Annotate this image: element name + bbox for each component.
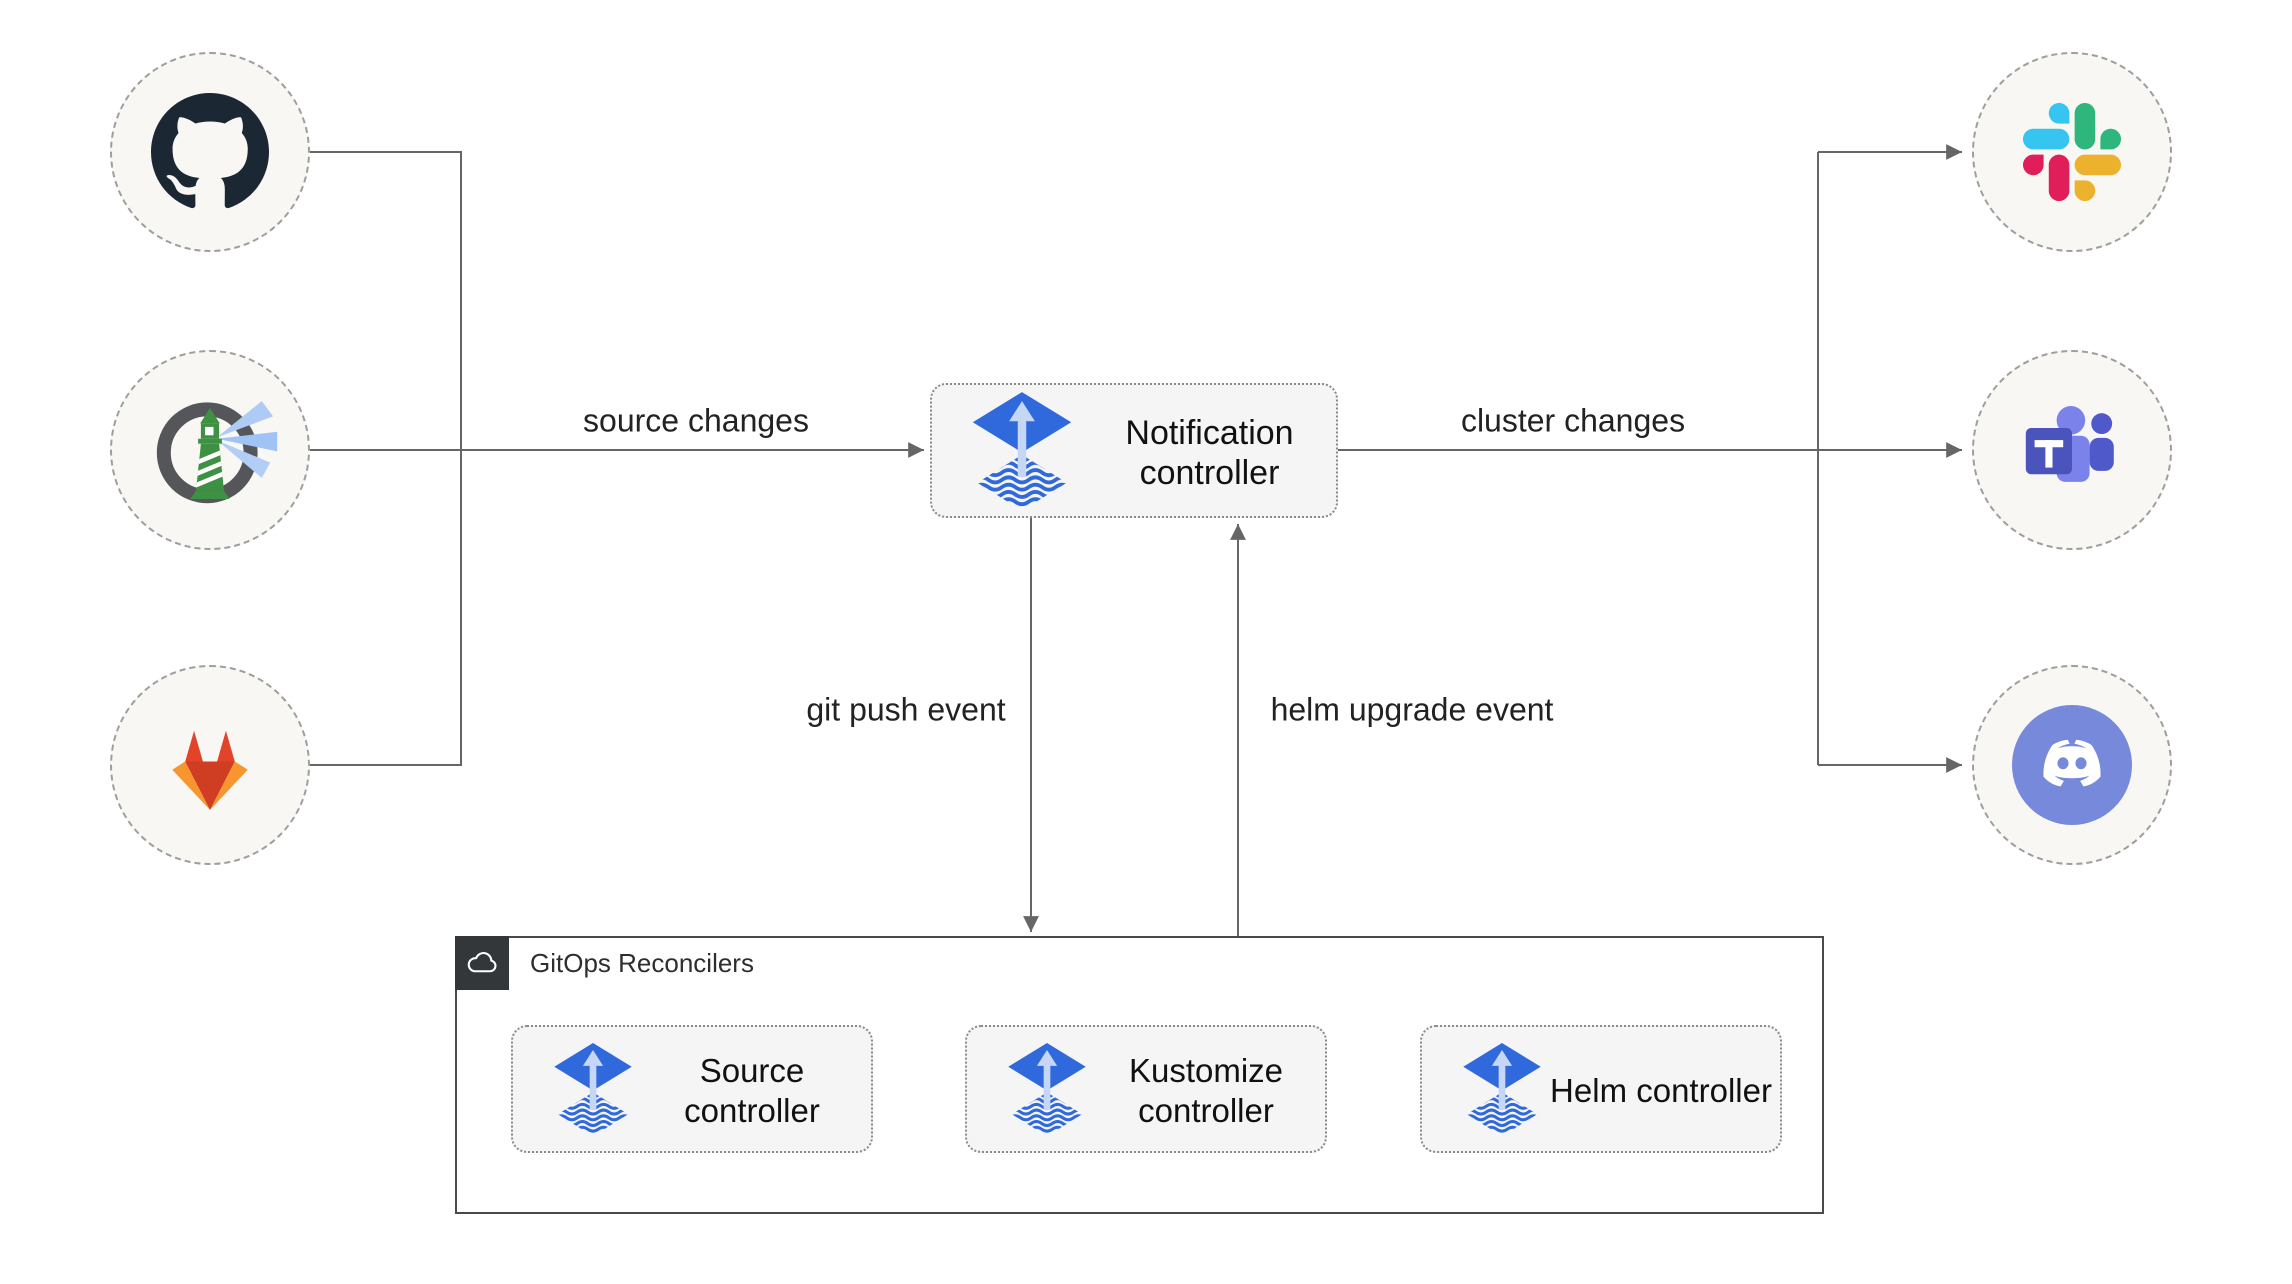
node-helm-controller: Helm controller [1420, 1025, 1782, 1153]
flux-icon [549, 1042, 637, 1139]
notifier-node-teams [1972, 350, 2172, 550]
slack-icon [2023, 103, 2121, 201]
node-notification-controller: Notification controller [930, 383, 1338, 518]
discord-icon [2012, 705, 2132, 825]
edge-label-cluster-changes: cluster changes [1460, 402, 1686, 439]
github-icon [151, 93, 269, 209]
kustomize-controller-label: Kustomize controller [1128, 1052, 1284, 1129]
gitops-reconcilers-badge [455, 936, 509, 990]
notifier-node-slack [1972, 52, 2172, 252]
notifier-node-discord [1972, 665, 2172, 865]
edge-label-source-changes: source changes [583, 402, 809, 439]
notification-controller-label: Notification controller [1125, 413, 1294, 492]
microsoft-teams-icon [2025, 406, 2114, 482]
edge-left-bus [310, 151, 462, 766]
node-kustomize-controller: Kustomize controller [965, 1025, 1327, 1153]
flux-icon [966, 391, 1078, 514]
edge-label-helm-upgrade: helm upgrade event [1270, 691, 1554, 728]
flux-icon [1458, 1042, 1546, 1139]
source-node-github [110, 52, 310, 252]
flux-icon [1003, 1042, 1091, 1139]
source-node-gitlab [110, 665, 310, 865]
node-source-controller: Source controller [511, 1025, 873, 1153]
helm-controller-label: Helm controller [1550, 1072, 1772, 1109]
cloud-icon [467, 952, 497, 973]
harbor-icon [156, 401, 278, 504]
source-node-harbor [110, 350, 310, 550]
edge-label-git-push: git push event [806, 691, 1006, 728]
source-controller-label: Source controller [684, 1052, 820, 1129]
gitlab-icon [172, 730, 248, 810]
gitops-reconcilers-title: GitOps Reconcilers [530, 947, 754, 978]
